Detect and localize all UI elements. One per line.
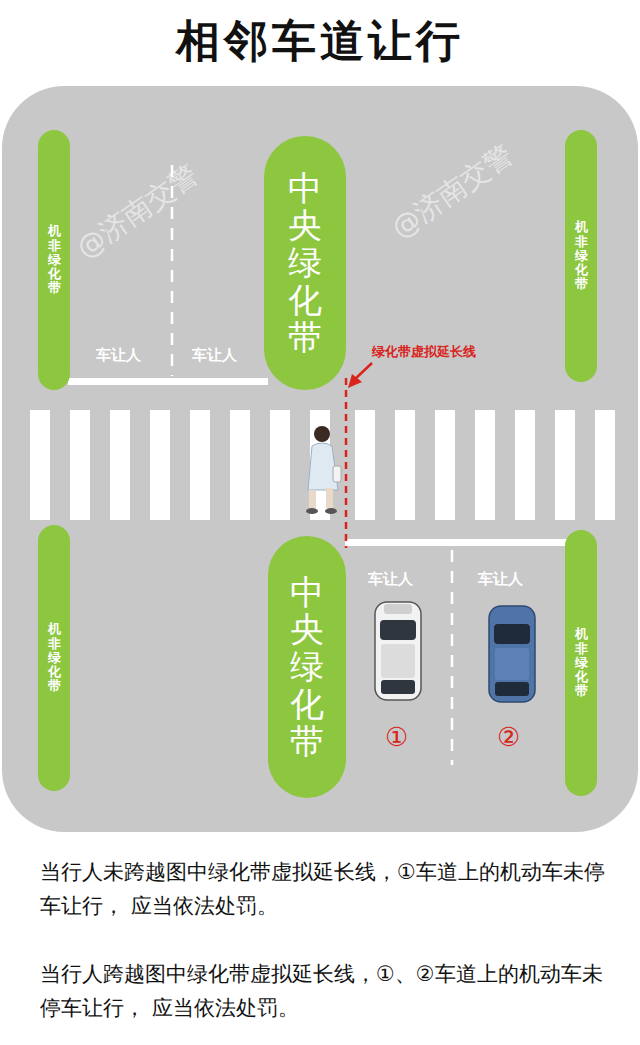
belt-label: 机非绿化带 <box>575 220 588 291</box>
side-green-belt: 机非绿化带 <box>38 525 70 791</box>
side-green-belt: 机非绿化带 <box>38 130 70 390</box>
yield-marking: 车让人 <box>96 346 141 364</box>
belt-label: 机非绿化带 <box>48 224 61 295</box>
callout-number: ② <box>497 722 520 753</box>
yield-marking: 车让人 <box>192 346 237 364</box>
callout-text: 绿化带虚拟延长线 <box>372 344 476 360</box>
rule-note: 当行人未跨越图中绿化带虚拟延长线，①车道上的机动车未停车让行， 应当依法处罚。 <box>40 856 608 923</box>
belt-label: 机非绿化带 <box>48 622 61 693</box>
belt-label: 中央绿化带 <box>290 574 324 761</box>
rule-note: 当行人跨越图中绿化带虚拟延长线，①、②车道上的机动车未停车让行， 应当依法处罚。 <box>40 958 608 1025</box>
side-green-belt: 机非绿化带 <box>565 130 597 382</box>
central-green-belt: 中央绿化带 <box>264 136 346 390</box>
callout-number: ① <box>385 722 408 753</box>
central-green-belt: 中央绿化带 <box>268 536 346 798</box>
side-green-belt: 机非绿化带 <box>565 530 597 796</box>
yield-marking: 车让人 <box>368 570 413 588</box>
belt-label: 中央绿化带 <box>288 170 322 357</box>
title: 相邻车道让行 <box>0 12 640 71</box>
yield-marking: 车让人 <box>478 570 523 588</box>
belt-label: 机非绿化带 <box>575 627 588 698</box>
